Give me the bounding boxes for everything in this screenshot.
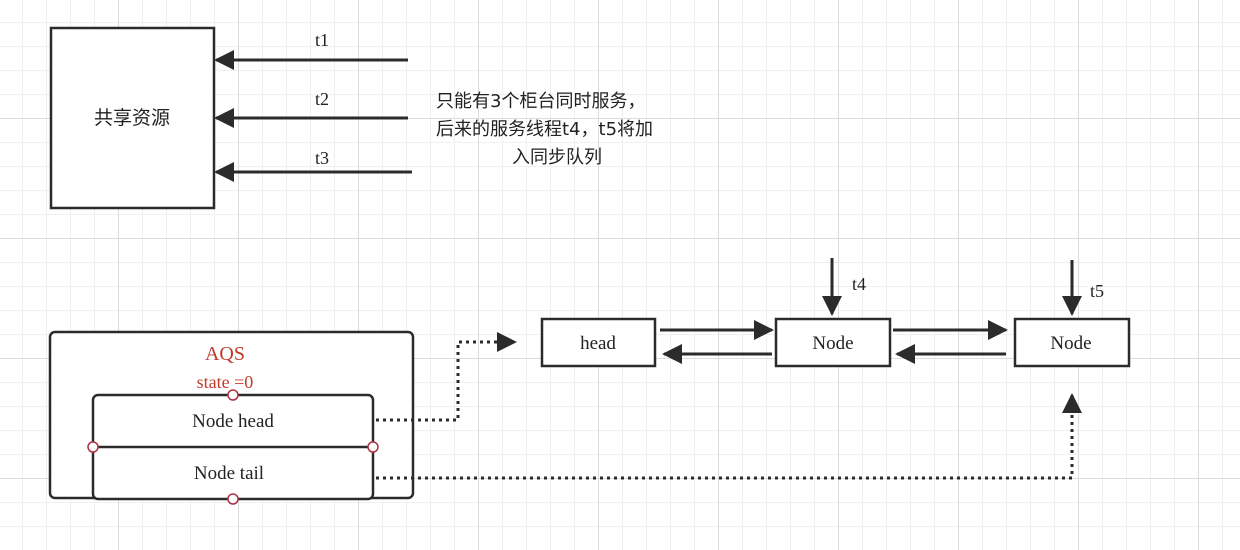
thread-label-t5: t5 — [1090, 281, 1104, 301]
note-line-2: 后来的服务线程t4，t5将加 — [436, 119, 653, 140]
queue-node-2: Node — [1013, 317, 1131, 368]
aqs-container: AQS state =0 Node head Node tail — [48, 330, 415, 505]
handle-right — [367, 441, 379, 453]
thread-label-t4: t4 — [852, 274, 866, 294]
aqs-head-field: Node head — [192, 411, 274, 432]
queue-head-node: head — [540, 317, 657, 368]
incoming-thread-arrows — [822, 258, 1082, 316]
aqs-references — [376, 332, 1082, 480]
thread-label-t2: t2 — [315, 89, 329, 109]
shared-resource: 共享资源 — [49, 26, 216, 210]
aqs-title: AQS — [205, 343, 245, 365]
note: 只能有3个柜台同时服务， 后来的服务线程t4，t5将加 入同步队列 — [436, 91, 653, 168]
queue-head-label: head — [580, 333, 616, 354]
aqs-state: state =0 — [197, 372, 254, 392]
handle-left — [87, 441, 99, 453]
thread-label-t3: t3 — [315, 148, 329, 168]
aqs-tail-field: Node tail — [194, 463, 264, 484]
note-line-1: 只能有3个柜台同时服务， — [436, 91, 645, 112]
head-reference — [376, 332, 517, 422]
note-line-3: 入同步队列 — [512, 147, 602, 168]
tail-reference — [376, 393, 1082, 480]
thread-arrows — [214, 50, 412, 182]
queue-links — [660, 320, 1008, 364]
queue-node-1-label: Node — [812, 333, 853, 354]
shared-resource-box — [49, 26, 216, 210]
queue-node-2-label: Node — [1050, 333, 1091, 354]
handle-bottom — [227, 493, 239, 505]
thread-label-t1: t1 — [315, 30, 329, 50]
shared-resource-label: 共享资源 — [94, 107, 170, 129]
handle-top — [227, 389, 239, 401]
queue-node-1: Node — [774, 317, 892, 368]
